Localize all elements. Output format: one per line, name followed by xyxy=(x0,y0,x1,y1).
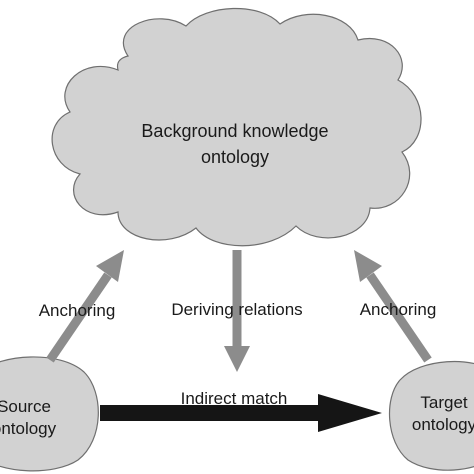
anchoring-arrow-right-shaft xyxy=(366,272,432,363)
anchoring-arrow-left-head xyxy=(96,250,124,282)
target-ontology-label-line2: ontology xyxy=(412,415,474,434)
cloud-label-line1: Background knowledge xyxy=(141,121,328,141)
indirect-match-arrow-shaft xyxy=(100,405,322,421)
source-ontology-shape xyxy=(0,356,99,472)
anchoring-arrow-right-head xyxy=(354,250,382,282)
cloud-shape xyxy=(51,7,422,247)
anchoring-arrow-left-shaft xyxy=(46,272,112,363)
indirect-match-arrow xyxy=(100,394,382,432)
indirect-match-arrow-head xyxy=(318,394,382,432)
deriving-relations-arrow xyxy=(224,250,250,372)
indirect-match-label: Indirect match xyxy=(181,389,288,408)
target-ontology-node: Target ontology xyxy=(388,360,474,471)
source-ontology-label-line2: ontology xyxy=(0,419,57,438)
anchoring-right-label: Anchoring xyxy=(360,300,437,319)
background-knowledge-cloud: Background knowledge ontology xyxy=(51,7,422,247)
deriving-relations-label: Deriving relations xyxy=(171,300,302,319)
source-ontology-label-line1: Source xyxy=(0,397,51,416)
target-ontology-label-line1: Target xyxy=(420,393,468,412)
anchoring-left-label: Anchoring xyxy=(39,301,116,320)
cloud-label-line2: ontology xyxy=(201,147,269,167)
anchoring-arrow-left xyxy=(46,250,124,363)
anchoring-arrow-right xyxy=(354,250,432,363)
target-ontology-shape xyxy=(388,360,474,471)
deriving-relations-arrow-head xyxy=(224,346,250,372)
source-ontology-node: Source ontology xyxy=(0,356,99,472)
